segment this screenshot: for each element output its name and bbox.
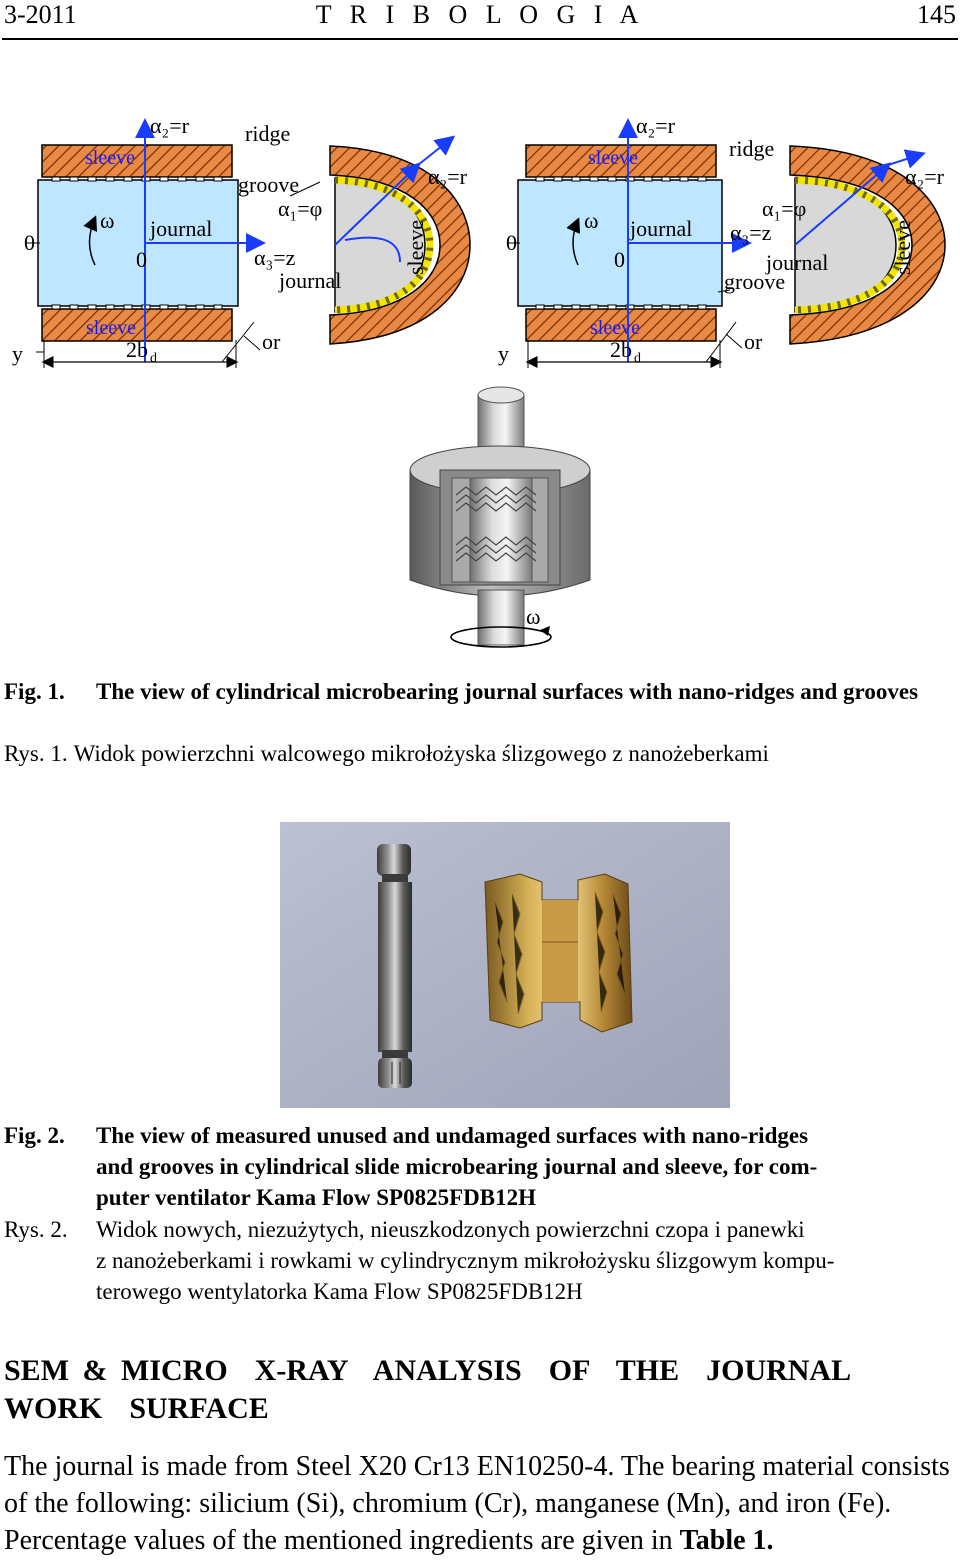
label-omega-r: ω — [584, 208, 598, 233]
label-ridge-r: ridge — [729, 136, 774, 161]
figure-2-photo — [280, 822, 730, 1108]
sleeve-photo — [484, 873, 633, 1033]
label-sleeve-top-r: sleeve — [588, 147, 638, 169]
label-2bd-r: 2b — [610, 337, 632, 362]
journal-title: T R I B O L O G I A — [315, 0, 645, 29]
journal-pin-photo — [377, 844, 412, 1088]
label-2bd-sub-r: d — [634, 351, 641, 366]
label-alpha3-r: α₃=z — [730, 220, 772, 245]
issue-number: 3-2011 — [4, 0, 77, 29]
label-2bd: 2b — [126, 337, 148, 362]
label-y-r: y — [498, 341, 509, 366]
rys1-label: Rys. 1. — [4, 741, 68, 766]
fig2-caption-line3: puter ventilator Kama Flow SP0825FDB12H — [96, 1185, 536, 1210]
fig2-label: Fig. 2. — [4, 1123, 65, 1148]
label-journal: journal — [149, 216, 212, 241]
label-groove: groove — [238, 172, 299, 197]
label-zero-center-r: 0 — [614, 247, 625, 272]
rys2-caption-line1: Widok nowych, niezużytych, nieuszkodzony… — [96, 1217, 805, 1242]
rys2-caption-line3: terowego wentylatorka Kama Flow SP0825FD… — [96, 1279, 583, 1304]
label-omega: ω — [100, 208, 114, 233]
body-text-start: The journal is made from Steel X20 Cr13 … — [4, 1451, 950, 1556]
label-sleeve-vertical-r: sleeve — [890, 220, 915, 275]
label-journal-r: journal — [629, 216, 692, 241]
figure-1-caption-pl: Rys. 1.Widok powierzchni walcowego mikro… — [4, 738, 956, 769]
label-alpha1: α₁=φ — [278, 196, 322, 221]
fig2-caption-line2: and grooves in cylindrical slide microbe… — [96, 1154, 818, 1179]
label-alpha1-r: α₁=φ — [762, 196, 806, 221]
header-rule — [2, 38, 958, 40]
label-or-r: or — [744, 329, 763, 354]
label-or: or — [262, 329, 281, 354]
figure-1-caption-en: Fig. 1. The view of cylindrical microbear… — [4, 676, 956, 707]
body-paragraph: The journal is made from Steel X20 Cr13 … — [4, 1448, 956, 1559]
section-title-line2: WORK SURFACE — [4, 1392, 269, 1425]
label-zero-left-r: 0 — [506, 230, 517, 255]
fig2-caption-line1: The view of measured unused and undamage… — [96, 1123, 809, 1148]
table-reference: Table 1 — [679, 1525, 767, 1556]
label-sleeve-bottom: sleeve — [86, 317, 136, 339]
figure-2-caption-en: Fig. 2. The view of measured unused and u… — [4, 1120, 956, 1213]
bearing-3d-sketch: ω — [409, 386, 591, 648]
label-ridge: ridge — [245, 121, 290, 146]
rys1-caption-text: Widok powierzchni walcowego mikrołożyska… — [73, 741, 769, 766]
right-schematic: α₂=r ridge sleeve α₂=r α₁=φ ω journal α₃… — [498, 113, 946, 368]
label-sleeve-vertical: sleeve — [403, 220, 428, 275]
section-title-line1: SEM & MICRO X-RAY ANALYSIS OF THE JOURNA… — [4, 1354, 852, 1387]
label-omega-3d: ω — [526, 604, 540, 629]
label-alpha2: α₂=r — [150, 113, 190, 138]
label-alpha2-radial: α₂=r — [428, 164, 468, 189]
figure-1-diagram: α₂=r ridge sleeve groove α₁=φ ω journal … — [12, 113, 946, 648]
label-journal-section: journal — [278, 268, 341, 293]
label-alpha2-r: α₂=r — [636, 113, 676, 138]
label-alpha2-radial-r: α₂=r — [905, 164, 945, 189]
label-groove-r: groove — [724, 269, 785, 294]
fig1-label: Fig. 1. — [4, 679, 65, 704]
label-2bd-sub: d — [150, 351, 157, 366]
label-sleeve-bottom-r: sleeve — [590, 317, 640, 339]
rys2-label: Rys. 2. — [4, 1217, 68, 1242]
figure-2-caption-pl: Rys. 2. Widok nowych, niezużytych, nieusz… — [4, 1214, 956, 1307]
label-sleeve-top: sleeve — [85, 147, 135, 169]
running-header: 3-2011 T R I B O L O G I A 145 — [0, 0, 960, 40]
label-y: y — [12, 341, 23, 366]
label-zero-left: 0 — [24, 230, 35, 255]
rys2-caption-line2: z nanożeberkami i rowkami w cylindryczny… — [96, 1248, 835, 1273]
label-zero-center: 0 — [136, 247, 147, 272]
section-title: SEM & MICRO X-RAY ANALYSIS OF THE JOURNA… — [4, 1352, 956, 1428]
body-text-end: . — [766, 1525, 774, 1556]
fig1-caption-text: The view of cylindrical microbearing jou… — [96, 679, 919, 704]
label-alpha3: α₃=z — [254, 245, 296, 270]
page-number: 145 — [917, 0, 956, 29]
left-schematic: α₂=r ridge sleeve groove α₁=φ ω journal … — [12, 113, 471, 368]
label-journal-section-r: journal — [765, 250, 828, 275]
